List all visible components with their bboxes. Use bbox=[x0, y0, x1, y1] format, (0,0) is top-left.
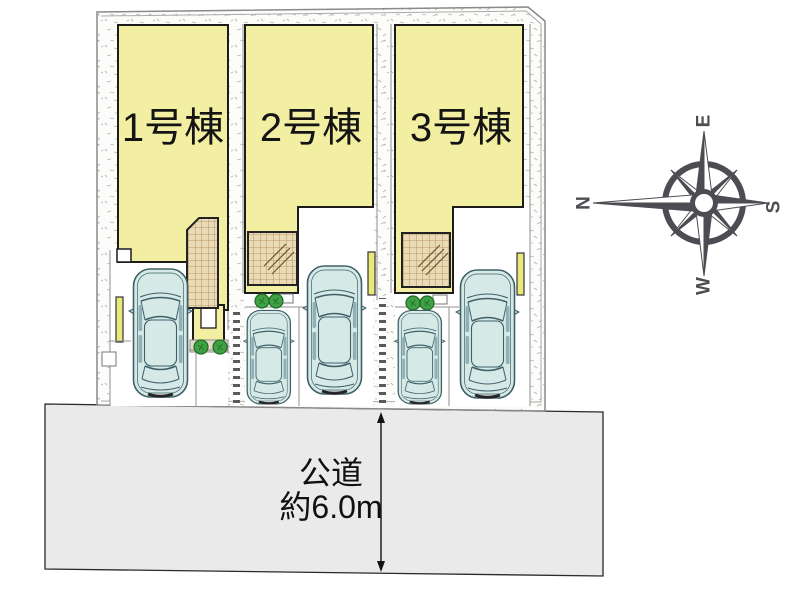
shrub-icon bbox=[405, 295, 421, 311]
terraces bbox=[186, 217, 451, 309]
car-lot3-small bbox=[393, 309, 447, 406]
compass-rose: N E S W bbox=[574, 115, 785, 295]
car-lot3-large bbox=[454, 268, 521, 400]
shrub-icon bbox=[268, 293, 284, 309]
terrace-lot1 bbox=[186, 217, 219, 309]
wall-bar-lot3 bbox=[516, 252, 525, 296]
meter-box-lot3 bbox=[432, 294, 448, 305]
terrace-stairs bbox=[263, 243, 449, 276]
compass-letter-east: E bbox=[694, 115, 715, 128]
wall-bar-lot1 bbox=[115, 296, 124, 343]
meter-box-lot1 bbox=[101, 351, 117, 367]
building-1-label: 1号棟 bbox=[122, 106, 224, 150]
shrub-icon bbox=[193, 339, 209, 355]
building-2 bbox=[244, 24, 374, 294]
building-labels: 1号棟 2号棟 3号棟 bbox=[122, 106, 512, 150]
dashed-boundary-lot1-2 bbox=[233, 310, 240, 406]
road-name-label: 公道 bbox=[299, 455, 363, 491]
terrace-lot2 bbox=[247, 231, 298, 286]
wall-bar-lot2 bbox=[367, 251, 376, 296]
shrub-icon bbox=[419, 295, 435, 311]
terrace-lot3 bbox=[401, 232, 451, 288]
dashed-boundary-lot2-3 bbox=[379, 298, 386, 406]
car-lot2-large bbox=[301, 264, 368, 396]
compass-letter-west: W bbox=[694, 277, 715, 295]
dimension-arrow bbox=[377, 412, 385, 572]
car-lot2-small bbox=[242, 309, 296, 406]
compass-letter-north: N bbox=[574, 196, 595, 210]
building-3 bbox=[394, 24, 524, 294]
shrub-icon bbox=[254, 293, 270, 309]
road-annotation: 公道 約6.0m bbox=[279, 412, 385, 572]
road-width-label: 約6.0m bbox=[279, 489, 382, 525]
car-lot1-large bbox=[127, 267, 194, 399]
shrub-icon bbox=[212, 339, 228, 355]
compass-letter-south: S bbox=[764, 201, 785, 214]
building-1-notch bbox=[116, 248, 132, 263]
compass-letters: N E S W bbox=[574, 115, 785, 295]
building-3-label: 3号棟 bbox=[410, 106, 512, 150]
building-2-label: 2号棟 bbox=[260, 106, 362, 150]
cars bbox=[127, 264, 521, 406]
